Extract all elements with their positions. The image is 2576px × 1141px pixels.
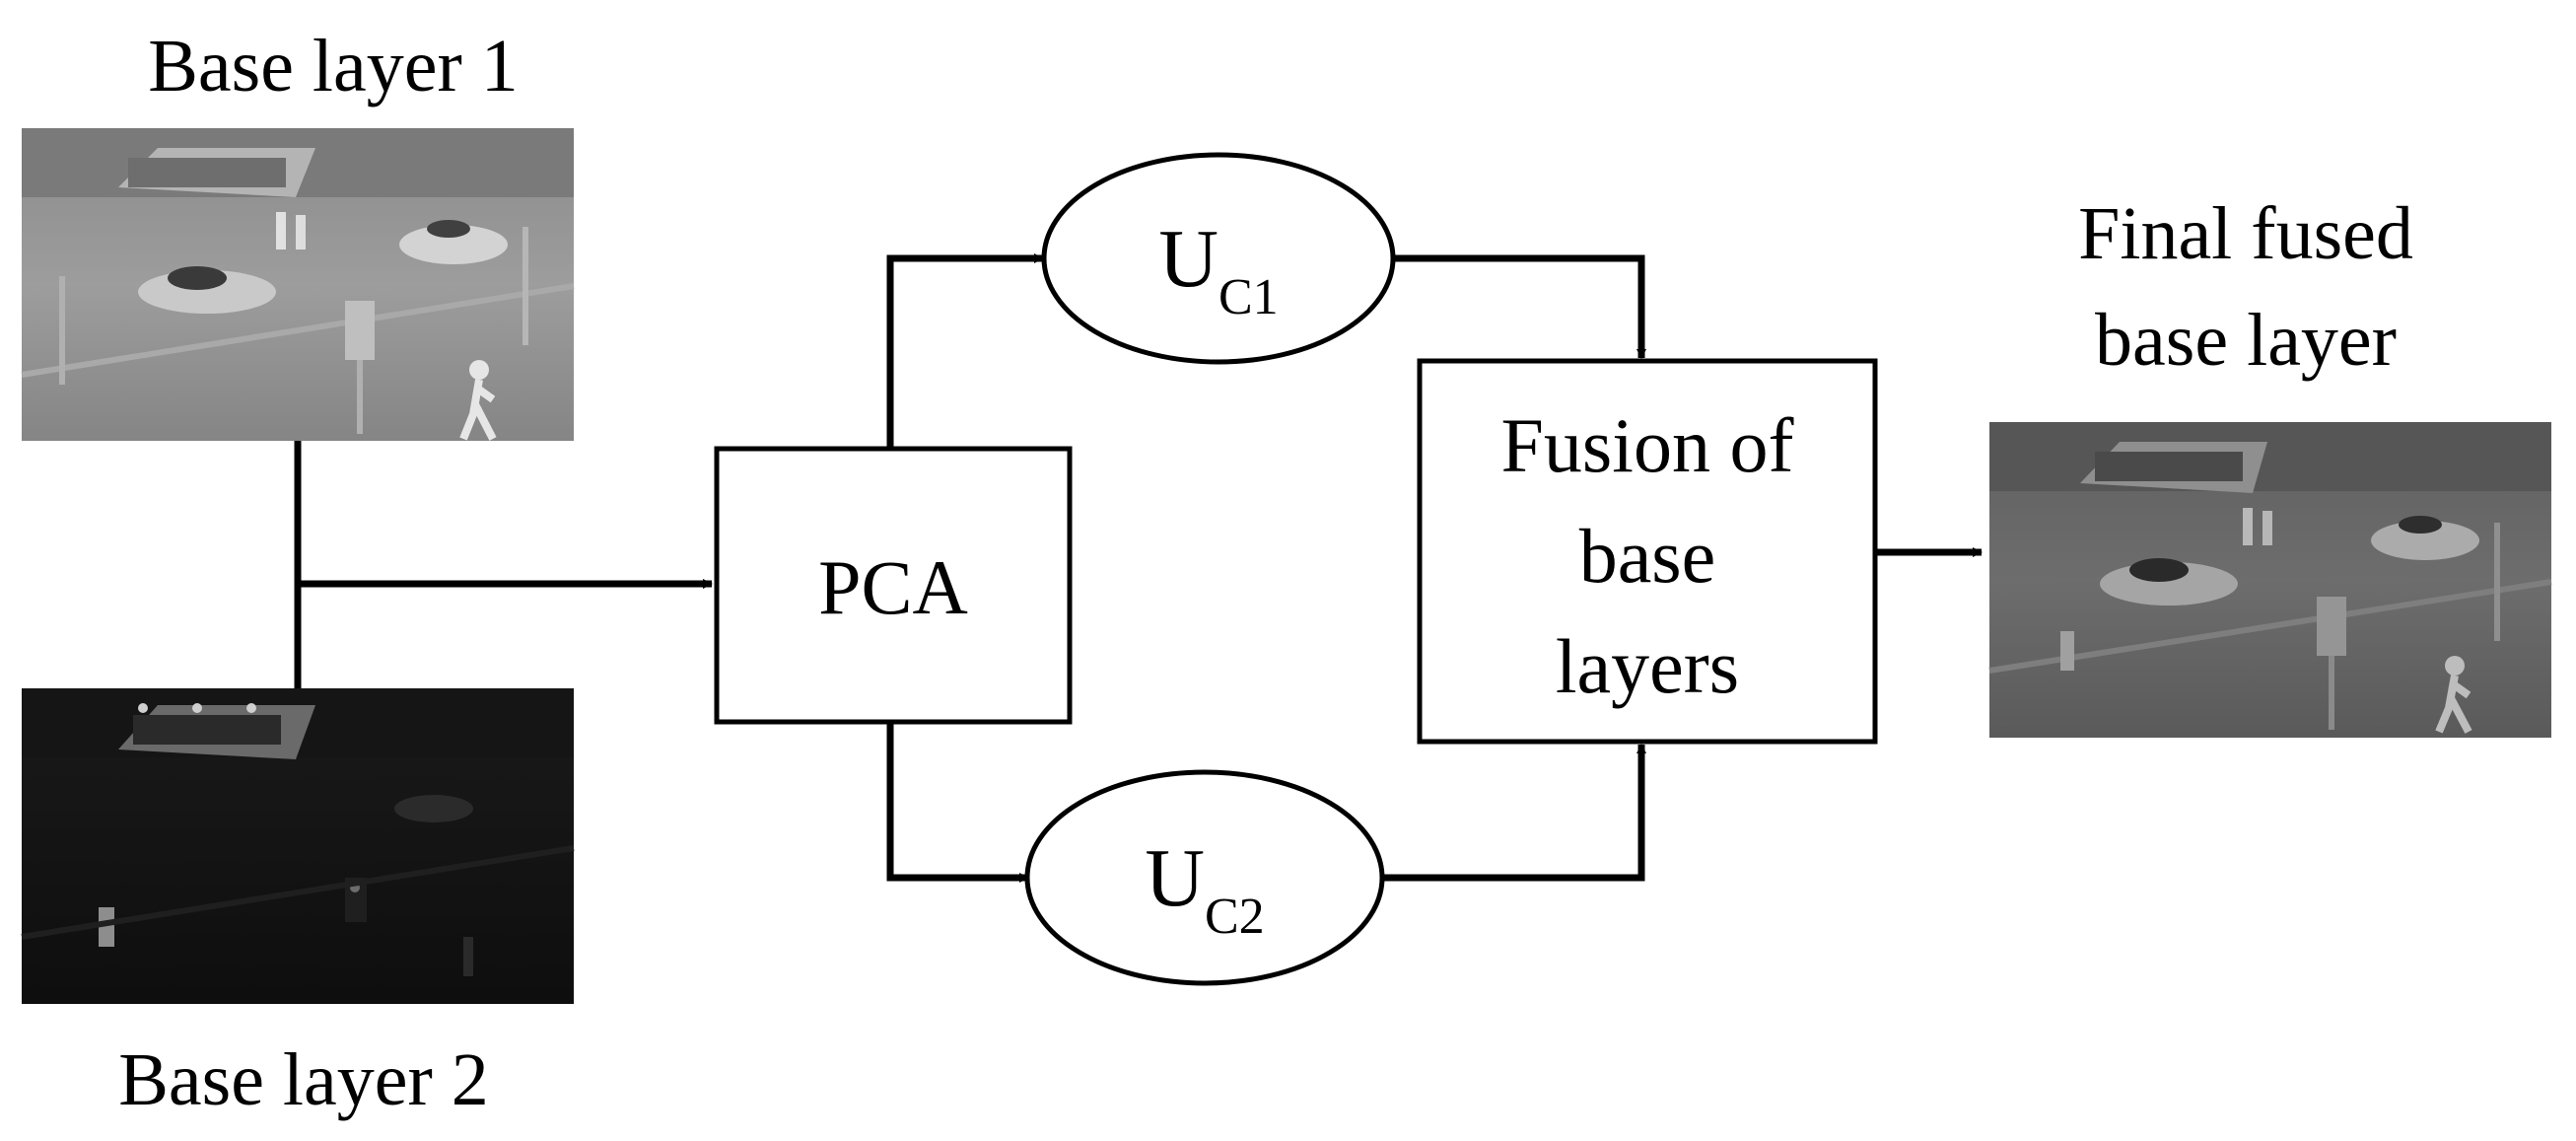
uc1-main: U bbox=[1158, 213, 1218, 305]
image-final-fused bbox=[1988, 422, 2552, 738]
image-base-layer-1 bbox=[21, 128, 575, 441]
fusion-label-line1: Fusion of bbox=[1501, 402, 1794, 488]
arrow-pca-to-uc1 bbox=[886, 253, 1044, 449]
uc1-subscript: C1 bbox=[1218, 269, 1279, 325]
uc2-node: UC2 bbox=[1024, 769, 1385, 986]
fusion-label-line3: layers bbox=[1556, 623, 1739, 709]
arrow-pca-to-uc2 bbox=[886, 722, 1029, 883]
image-base-layer-2 bbox=[21, 688, 575, 1004]
label-base-layer-2: Base layer 2 bbox=[118, 1038, 489, 1121]
label-final-line1: Final fused bbox=[2078, 192, 2413, 275]
uc2-main: U bbox=[1145, 832, 1205, 924]
label-final-line2: base layer bbox=[2095, 299, 2397, 382]
arrow-uc1-to-fusion bbox=[1393, 254, 1646, 359]
arrow-uc2-to-fusion bbox=[1382, 744, 1646, 882]
connectors bbox=[294, 253, 1983, 883]
fusion-block: Fusion of base layers bbox=[1417, 358, 1878, 745]
uc1-node: UC1 bbox=[1041, 152, 1396, 365]
svg-text:UC2: UC2 bbox=[1145, 832, 1264, 945]
pca-label: PCA bbox=[818, 544, 968, 630]
uc2-subscript: C2 bbox=[1205, 889, 1265, 945]
fusion-label-line2: base bbox=[1579, 513, 1716, 599]
svg-text:UC1: UC1 bbox=[1158, 213, 1278, 325]
label-base-layer-1: Base layer 1 bbox=[148, 25, 519, 107]
pca-block: PCA bbox=[714, 446, 1073, 725]
